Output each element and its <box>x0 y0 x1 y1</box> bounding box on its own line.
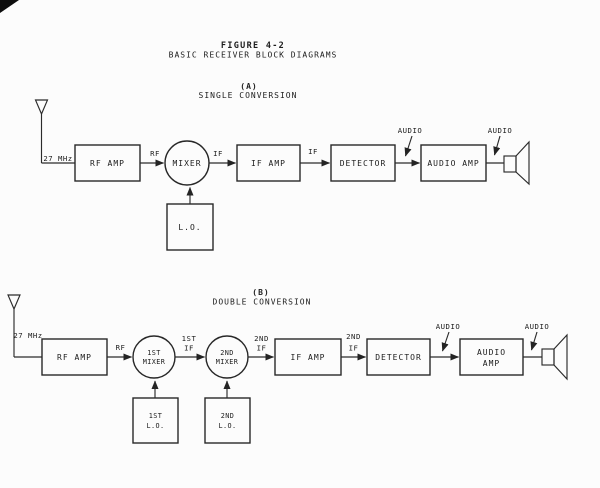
audio-amp-label-a: AUDIO AMP <box>427 159 479 168</box>
lo2-block-b <box>204 397 251 444</box>
mixer2-label-line2-b: MIXER <box>216 358 239 366</box>
wire-rf-label-b: RF <box>116 343 126 352</box>
lo1-block-b <box>132 397 179 444</box>
lo1-label-line2-b: L.O. <box>147 422 165 430</box>
wire-if2a-line1-b: 2ND <box>254 334 269 343</box>
wire-audio1-label-b: AUDIO <box>436 322 460 331</box>
speaker-icon-a <box>503 140 530 186</box>
wire-rf-label-a: RF <box>150 149 160 158</box>
antenna-freq-label-a: 27 MHz <box>43 154 72 163</box>
antenna-icon-b <box>7 294 42 358</box>
mixer1-label-line1-b: 1ST <box>147 349 160 357</box>
wire-audio2-label-b: AUDIO <box>525 322 549 331</box>
diagram-b-part-name: DOUBLE CONVERSION <box>213 298 312 307</box>
audio-amp-block-b <box>459 338 524 376</box>
mixer2-label-line1-b: 2ND <box>220 349 233 357</box>
scan-corner-artifact <box>0 0 19 13</box>
audio-callout-arrow-1-a <box>404 135 413 157</box>
audio-callout-arrow-2-b <box>530 331 538 351</box>
audio-amp-label-line1-b: AUDIO <box>477 348 506 357</box>
lo1-label-line1-b: 1ST <box>149 412 162 420</box>
audio-callout-arrow-1-b <box>441 331 450 352</box>
figure-subtitle: BASIC RECEIVER BLOCK DIAGRAMS <box>169 51 338 60</box>
lo2-label-line2-b: L.O. <box>219 422 237 430</box>
mixer-label-a: MIXER <box>172 159 201 168</box>
wire-if2a-line2-b: IF <box>257 344 267 353</box>
detector-label-b: DETECTOR <box>375 353 422 362</box>
antenna-icon-a <box>34 99 75 164</box>
wire-if1-line2-b: IF <box>184 344 194 353</box>
if-amp-label-b: IF AMP <box>291 353 326 362</box>
wire-if2b-line1-b: 2ND <box>346 332 361 341</box>
mixer1-label-line2-b: MIXER <box>143 358 166 366</box>
wire-audio1-label-a: AUDIO <box>398 126 422 135</box>
speaker-icon-b <box>541 333 568 381</box>
diagram-a-part-label: (A) <box>240 82 257 91</box>
lo2-label-line1-b: 2ND <box>221 412 234 420</box>
wire-if2b-line2-b: IF <box>349 344 359 353</box>
mixer1-circle-b <box>132 335 176 379</box>
rf-amp-label-b: RF AMP <box>57 353 92 362</box>
detector-label-a: DETECTOR <box>340 159 387 168</box>
audio-amp-label-line2-b: AMP <box>483 359 500 368</box>
diagram-a-part-name: SINGLE CONVERSION <box>199 91 298 100</box>
antenna-freq-label-b: 27 MHz <box>13 331 42 340</box>
wire-audio2-label-a: AUDIO <box>488 126 512 135</box>
mixer2-circle-b <box>205 335 249 379</box>
wire-if1-label-a: IF <box>213 149 223 158</box>
diagram-b-part-label: (B) <box>252 288 269 297</box>
wire-if1-line1-b: 1ST <box>182 334 197 343</box>
rf-amp-label-a: RF AMP <box>90 159 125 168</box>
if-amp-label-a: IF AMP <box>251 159 286 168</box>
figure-title: FIGURE 4-2 <box>221 41 285 51</box>
audio-callout-arrow-2-a <box>493 135 501 156</box>
lo-label-a: L.O. <box>178 223 201 232</box>
wire-if2-label-a: IF <box>308 147 318 156</box>
